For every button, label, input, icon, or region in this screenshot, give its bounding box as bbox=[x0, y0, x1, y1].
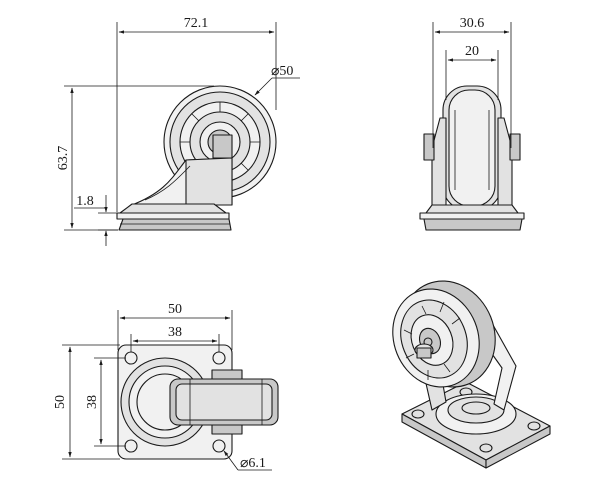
dimension-plate-hole-diameter: ⌀6.1 bbox=[223, 450, 272, 471]
dimension-plate-hole-diameter-label: ⌀6.1 bbox=[240, 456, 266, 471]
dimension-front-wheel-width-label: 20 bbox=[465, 44, 479, 59]
dimension-side-height: 63.7 bbox=[56, 85, 214, 231]
dimension-side-width: 72.1 bbox=[116, 16, 277, 212]
dimension-plate-hole-spacing-y-label: 38 bbox=[85, 395, 100, 409]
front-view-fork bbox=[423, 117, 521, 206]
dimension-plate-height-label: 50 bbox=[53, 395, 68, 409]
front-view-wheel bbox=[442, 85, 502, 211]
side-view: 72.1 ⌀50 63.7 1.8 bbox=[56, 16, 300, 246]
dimension-front-wheel-width: 20 bbox=[445, 44, 499, 100]
top-view: 50 38 50 38 ⌀6.1 bbox=[53, 302, 279, 471]
dimension-side-height-label: 63.7 bbox=[56, 146, 71, 171]
iso-view-axle-nut bbox=[414, 343, 434, 359]
dimension-front-width-label: 30.6 bbox=[460, 16, 485, 31]
dimension-plate-width: 50 bbox=[117, 302, 233, 350]
dimension-plate-width-label: 50 bbox=[168, 302, 182, 317]
top-view-wheel bbox=[169, 369, 279, 435]
dimension-plate-hole-spacing-x-label: 38 bbox=[168, 325, 182, 340]
dimension-side-wheel-diameter-label: ⌀50 bbox=[271, 64, 293, 79]
dimension-front-width: 30.6 bbox=[432, 16, 512, 148]
front-view: 30.6 20 bbox=[419, 16, 525, 231]
dimension-plate-hole-spacing-x: 38 bbox=[130, 325, 220, 352]
dimension-plate-hole-spacing-y: 38 bbox=[85, 357, 126, 447]
dimension-plate-height: 50 bbox=[53, 344, 120, 460]
dimension-side-plate-thickness-label: 1.8 bbox=[76, 194, 94, 209]
dimension-side-plate-thickness: 1.8 bbox=[74, 194, 118, 246]
dimension-side-wheel-diameter: ⌀50 bbox=[254, 64, 300, 96]
side-view-top-plate bbox=[116, 203, 232, 231]
dimension-side-width-label: 72.1 bbox=[184, 16, 209, 31]
front-view-top-plate bbox=[419, 204, 525, 231]
side-view-fork bbox=[131, 134, 233, 206]
isometric-view bbox=[392, 280, 551, 469]
iso-view-wheel bbox=[392, 280, 496, 388]
